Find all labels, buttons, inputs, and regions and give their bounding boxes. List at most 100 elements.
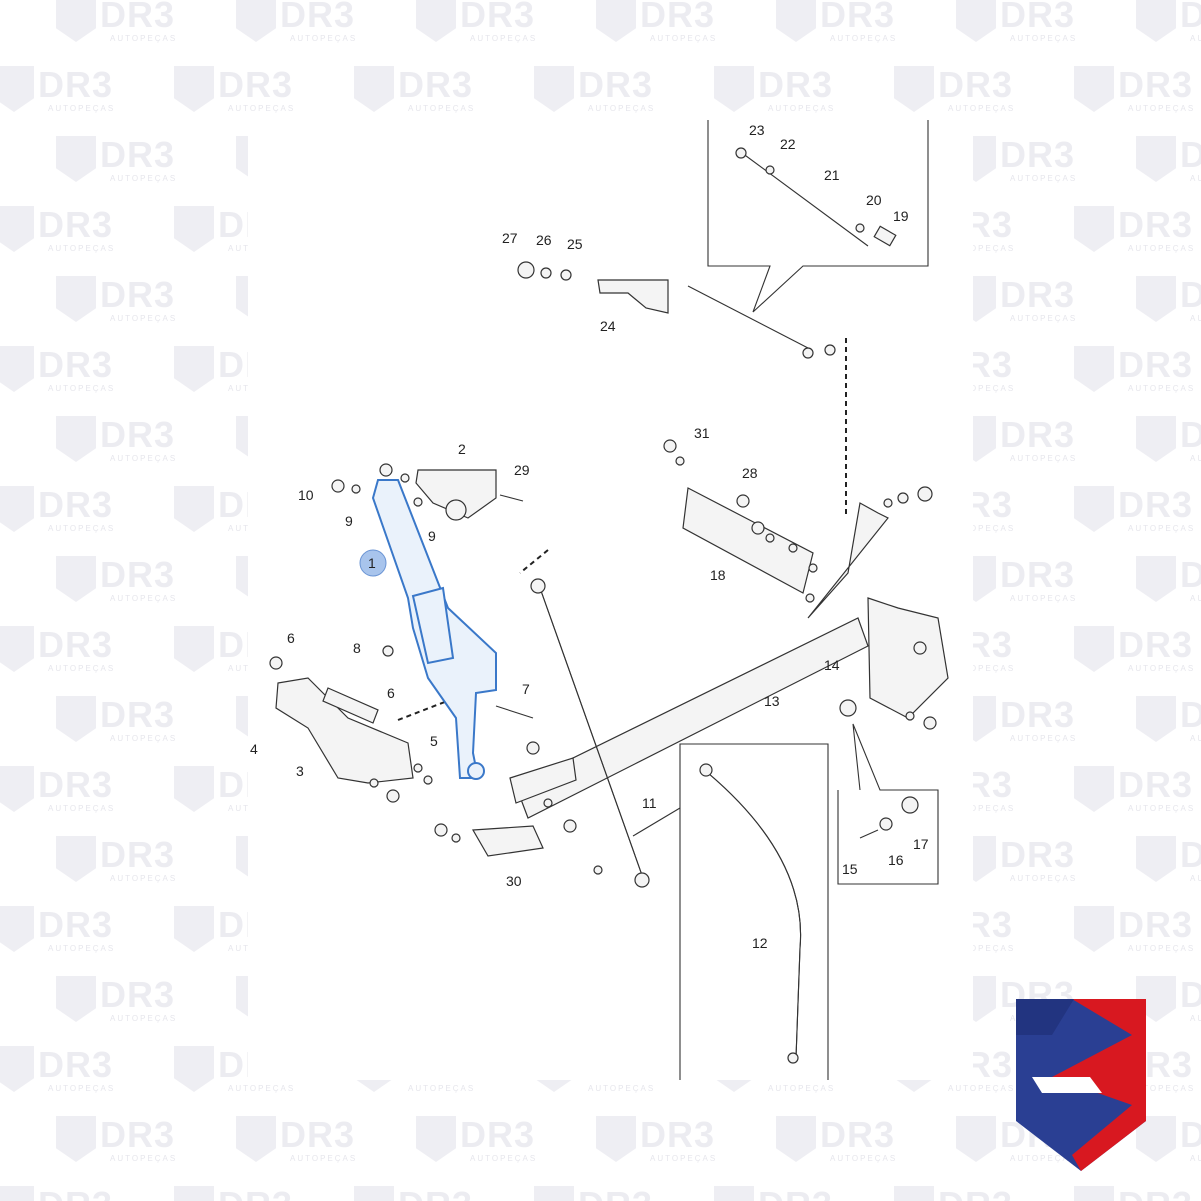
watermark-shield-icon [0, 1186, 34, 1201]
watermark-subtext: AUTOPEÇAS [1010, 454, 1078, 463]
watermark-shield-icon [56, 276, 96, 322]
watermark-subtext: AUTOPEÇAS [1190, 1014, 1201, 1023]
parts-diagram: 1 2 3 4 5 6 6 7 8 9 9 10 11 12 13 14 15 … [250, 120, 949, 1080]
watermark-text: DR3 [1180, 974, 1201, 1015]
watermark-shield-icon [416, 1116, 456, 1162]
watermark-subtext: AUTOPEÇAS [470, 1154, 538, 1163]
watermark-subtext: AUTOPEÇAS [1128, 384, 1196, 393]
watermark-subtext: AUTOPEÇAS [48, 804, 116, 813]
watermark-text: DR3 [38, 344, 114, 385]
watermark-shield-icon [1074, 66, 1114, 112]
watermark-subtext: AUTOPEÇAS [1190, 454, 1201, 463]
watermark-shield-icon [0, 626, 34, 672]
watermark-text: DR3 [100, 274, 176, 315]
watermark-subtext: AUTOPEÇAS [110, 1154, 178, 1163]
callout-17: 17 [913, 836, 929, 852]
watermark-text: DR3 [578, 1184, 653, 1201]
watermark-text: DR3 [1180, 274, 1201, 315]
watermark-shield-icon [1074, 626, 1114, 672]
watermark-shield-icon [0, 66, 34, 112]
watermark-text: DR3 [578, 64, 654, 105]
watermark-shield-icon [354, 66, 394, 112]
watermark-shield-icon [0, 206, 34, 252]
watermark-shield-icon [956, 1116, 996, 1162]
watermark-text: DR3 [1180, 134, 1201, 175]
callout-27: 27 [502, 230, 518, 246]
callout-6b: 6 [387, 685, 395, 701]
watermark-subtext: AUTOPEÇAS [1128, 1084, 1196, 1093]
diagram-panel [248, 118, 973, 1080]
watermark-text: DR3 [100, 134, 176, 175]
watermark-subtext: AUTOPEÇAS [1190, 34, 1201, 43]
watermark-subtext: AUTOPEÇAS [1010, 1154, 1078, 1163]
callout-25: 25 [567, 236, 583, 252]
watermark-shield-icon [174, 66, 214, 112]
watermark-subtext: AUTOPEÇAS [768, 1084, 836, 1093]
watermark-text: DR3 [1180, 694, 1201, 735]
callout-7: 7 [522, 681, 530, 697]
watermark-text: DR3 [1000, 274, 1076, 315]
watermark-shield-icon [174, 206, 214, 252]
watermark-shield-icon [416, 0, 456, 42]
watermark-shield-icon [56, 0, 96, 42]
watermark-text: DR3 [1118, 64, 1194, 105]
inset-box-top [707, 120, 929, 313]
watermark-subtext: AUTOPEÇAS [48, 524, 116, 533]
watermark-subtext: AUTOPEÇAS [588, 104, 656, 113]
watermark-shield-icon [534, 1186, 574, 1201]
watermark-subtext: AUTOPEÇAS [948, 664, 1016, 673]
watermark-text: DR3 [38, 1184, 113, 1201]
watermark-text: DR3 [1000, 134, 1076, 175]
watermark-text: DR3 [38, 1044, 114, 1085]
watermark-subtext: AUTOPEÇAS [1128, 104, 1196, 113]
watermark-shield-icon [56, 416, 96, 462]
callout-12: 12 [752, 935, 768, 951]
watermark-text: DR3 [1000, 554, 1076, 595]
callout-14: 14 [824, 657, 840, 673]
callout-5: 5 [430, 733, 438, 749]
watermark-subtext: AUTOPEÇAS [110, 594, 178, 603]
watermark-text: DR3 [1118, 484, 1194, 525]
callout-18: 18 [710, 567, 726, 583]
watermark-subtext: AUTOPEÇAS [290, 34, 358, 43]
watermark-subtext: AUTOPEÇAS [110, 734, 178, 743]
callout-10: 10 [298, 487, 314, 503]
watermark-shield-icon [56, 836, 96, 882]
watermark-shield-icon [0, 1046, 34, 1092]
callout-28: 28 [742, 465, 758, 481]
callout-9a: 9 [345, 513, 353, 529]
left-brackets [269, 469, 577, 857]
watermark-text: DR3 [1000, 414, 1076, 455]
watermark-text: DR3 [938, 64, 1014, 105]
watermark-subtext: AUTOPEÇAS [1010, 734, 1078, 743]
watermark-shield-icon [714, 66, 754, 112]
watermark-subtext: AUTOPEÇAS [48, 244, 116, 253]
